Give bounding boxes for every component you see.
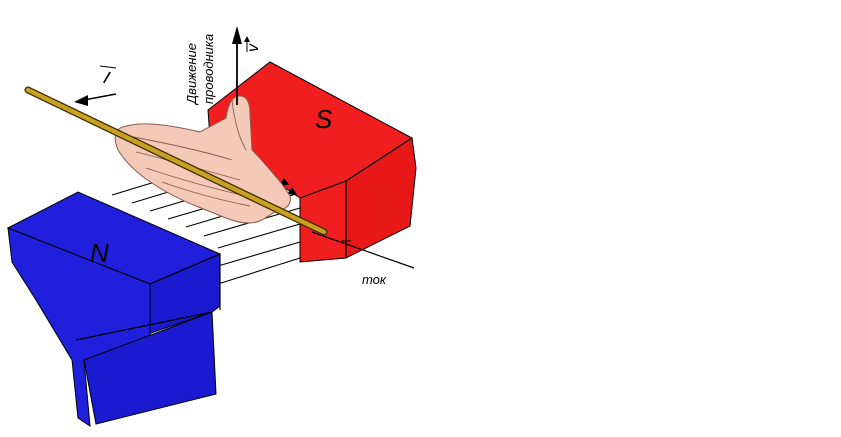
conductor-rod	[24, 86, 328, 236]
velocity-arrow	[232, 26, 242, 105]
north-magnet: N	[6, 191, 222, 427]
velocity-label: v	[245, 43, 262, 52]
current-word-label: ток	[362, 272, 387, 287]
field-line	[217, 241, 301, 267]
field-arrowhead	[286, 187, 298, 195]
south-pole-label: S	[315, 104, 333, 134]
north-magnet-side-face	[7, 227, 151, 427]
current-arrow	[74, 93, 117, 106]
current-direction-indicator	[311, 231, 415, 269]
current-symbol-label: I	[101, 67, 113, 88]
field-line	[217, 257, 301, 285]
north-pole-label: N	[90, 238, 109, 268]
field-line	[217, 223, 301, 249]
motion-label-line1: Движение	[184, 43, 199, 106]
motion-label-line2: проводника	[201, 34, 216, 104]
